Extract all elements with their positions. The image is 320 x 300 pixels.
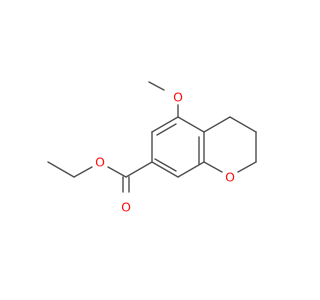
bond-c8-c7 [151, 161, 179, 178]
bond-o-ethyl [73, 166, 93, 178]
bond-c4-c3 [229, 116, 257, 133]
bond-c4a-c4 [203, 116, 231, 133]
bond-carbonyl-o-ester [107, 166, 127, 178]
bond-c6-c5-inner [156, 123, 177, 136]
chemical-structure: O O O O [47, 81, 257, 215]
bond-o1-c8a [203, 161, 223, 173]
bond-ethyl [47, 161, 75, 178]
bond-c6-c5 [151, 116, 179, 133]
bond-c2-o1 [237, 161, 257, 173]
methoxy-oxygen-label: O [173, 90, 183, 105]
structure-canvas: O O O O [47, 81, 257, 215]
bond-methyl-o [148, 81, 165, 91]
ester-oxygen-label: O [95, 155, 105, 170]
bond-c8a-c8 [177, 161, 205, 178]
bond-c5-c4a [177, 116, 205, 133]
ring-oxygen-label: O [225, 170, 235, 185]
bond-c8-c7-inner [154, 158, 177, 172]
bond-c7-carbonyl [125, 161, 153, 178]
carbonyl-oxygen-label: O [121, 200, 131, 215]
